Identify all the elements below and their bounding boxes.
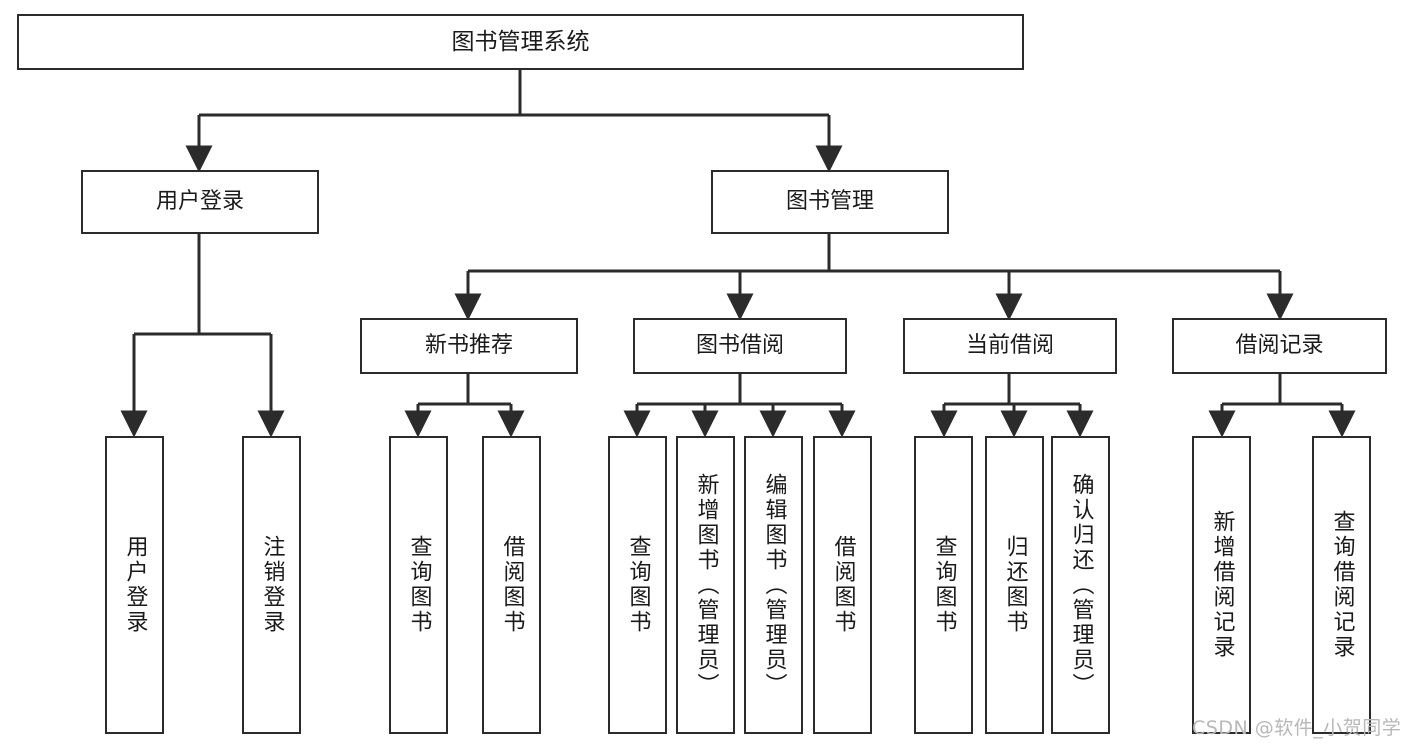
node-leaf-return-book[interactable]: 归还图书 (985, 436, 1044, 734)
node-leaf-add-record[interactable]: 新增借阅记录 (1192, 436, 1251, 734)
node-leaf-query-book-3-label: 查询图书 (931, 535, 957, 635)
node-leaf-query-book-2-label: 查询图书 (625, 535, 651, 635)
node-leaf-borrow-book-2[interactable]: 借阅图书 (813, 436, 872, 734)
node-leaf-add-record-label: 新增借阅记录 (1209, 510, 1235, 660)
node-leaf-query-book-1[interactable]: 查询图书 (389, 436, 448, 734)
node-new-book-recommend[interactable]: 新书推荐 (360, 318, 578, 374)
node-user-login[interactable]: 用户登录 (81, 170, 319, 234)
node-root-label: 图书管理系统 (451, 28, 590, 55)
node-user-login-label: 用户登录 (155, 189, 244, 215)
node-leaf-borrow-book-1-label: 借阅图书 (499, 535, 525, 635)
node-current-borrow[interactable]: 当前借阅 (903, 318, 1117, 374)
node-leaf-query-book-1-label: 查询图书 (406, 535, 432, 635)
node-leaf-query-book-3[interactable]: 查询图书 (914, 436, 973, 734)
node-borrow-record[interactable]: 借阅记录 (1172, 318, 1387, 374)
node-leaf-query-record-label: 查询借阅记录 (1329, 510, 1355, 660)
node-leaf-user-login-label: 用户登录 (122, 535, 148, 635)
node-root[interactable]: 图书管理系统 (17, 14, 1024, 70)
node-leaf-edit-book[interactable]: 编辑图书（管理员） (744, 436, 803, 734)
node-borrow-record-label: 借阅记录 (1235, 333, 1324, 359)
node-leaf-return-book-label: 归还图书 (1002, 535, 1028, 635)
node-leaf-borrow-book-2-label: 借阅图书 (830, 535, 856, 635)
node-leaf-add-book-label: 新增图书（管理员） (693, 472, 719, 698)
node-leaf-query-book-2[interactable]: 查询图书 (608, 436, 667, 734)
node-new-book-recommend-label: 新书推荐 (424, 333, 513, 359)
node-leaf-borrow-book-1[interactable]: 借阅图书 (482, 436, 541, 734)
node-leaf-edit-book-label: 编辑图书（管理员） (761, 472, 787, 698)
node-leaf-user-login[interactable]: 用户登录 (105, 436, 164, 734)
node-leaf-query-record[interactable]: 查询借阅记录 (1312, 436, 1371, 734)
node-leaf-logout-login-label: 注销登录 (259, 535, 285, 635)
node-book-borrow[interactable]: 图书借阅 (633, 318, 847, 374)
node-leaf-add-book[interactable]: 新增图书（管理员） (676, 436, 735, 734)
node-book-borrow-label: 图书借阅 (695, 333, 784, 359)
node-book-manage[interactable]: 图书管理 (711, 170, 949, 234)
node-book-manage-label: 图书管理 (785, 189, 874, 215)
node-current-borrow-label: 当前借阅 (965, 333, 1054, 359)
node-leaf-logout-login[interactable]: 注销登录 (242, 436, 301, 734)
node-leaf-confirm-return-label: 确认归还（管理员） (1068, 472, 1094, 698)
node-leaf-confirm-return[interactable]: 确认归还（管理员） (1051, 436, 1110, 734)
watermark: CSDN @软件_小贺同学 (1192, 717, 1402, 739)
